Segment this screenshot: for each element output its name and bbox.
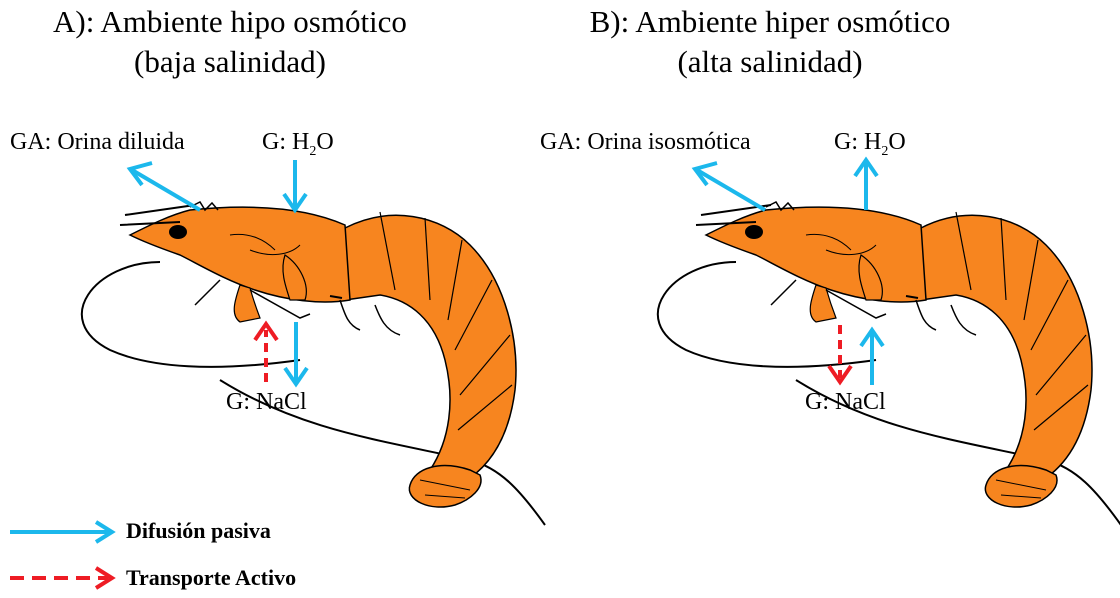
label-water-a-suffix: O bbox=[316, 129, 333, 155]
legend-active-label: Transporte Activo bbox=[126, 565, 296, 591]
legend-passive-label: Difusión pasiva bbox=[126, 518, 271, 544]
label-water-b: G: H2O bbox=[834, 128, 906, 166]
arrow-urine-b bbox=[697, 170, 765, 210]
panel-b-title: B): Ambiente hiper osmótico (alta salini… bbox=[560, 2, 980, 82]
label-urine-a: GA: Orina diluida bbox=[10, 128, 185, 156]
label-water-b-prefix: G: H bbox=[834, 129, 881, 155]
panel-a-title: A): Ambiente hipo osmótico (baja salinid… bbox=[30, 2, 430, 82]
arrow-urine-a bbox=[132, 170, 200, 210]
panel-b-title-line1: B): Ambiente hiper osmótico bbox=[560, 2, 980, 42]
label-salt-a: G: NaCl bbox=[226, 388, 307, 416]
label-water-a: G: H2O bbox=[262, 128, 334, 166]
legend-symbols bbox=[10, 522, 112, 588]
panel-b-title-line2: (alta salinidad) bbox=[560, 42, 980, 82]
panel-a-title-line1: A): Ambiente hipo osmótico bbox=[30, 2, 430, 42]
label-urine-b: GA: Orina isosmótica bbox=[540, 128, 751, 156]
shrimp-illustration-b bbox=[658, 202, 1120, 525]
label-water-a-prefix: G: H bbox=[262, 129, 309, 155]
shrimp-illustration-a bbox=[82, 202, 545, 525]
label-salt-b: G: NaCl bbox=[805, 388, 886, 416]
panel-a-title-line2: (baja salinidad) bbox=[30, 42, 430, 82]
label-water-b-suffix: O bbox=[888, 129, 905, 155]
